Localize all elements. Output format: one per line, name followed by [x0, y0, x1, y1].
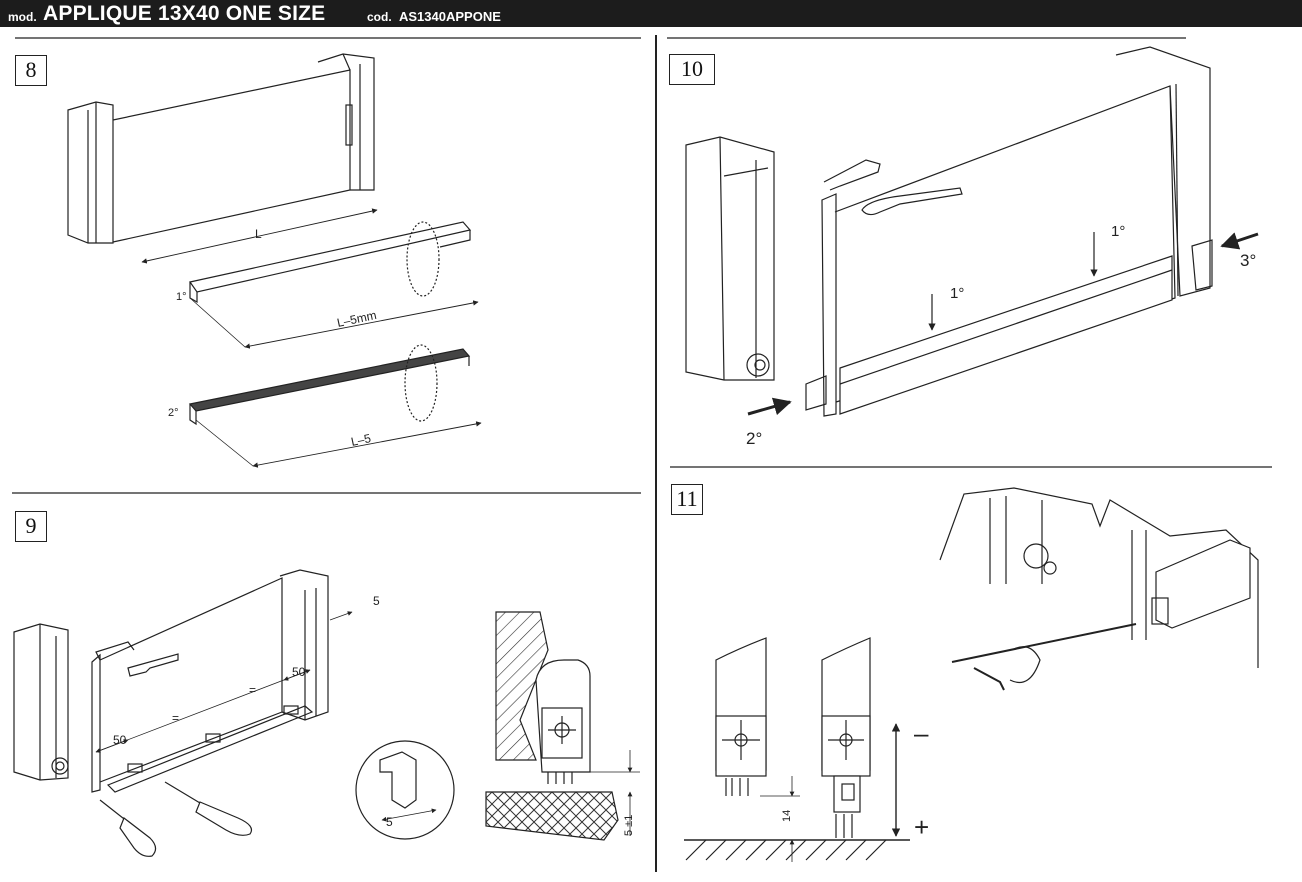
step-number-11: 11 [671, 484, 703, 515]
step9-dim-50b: 50 [292, 665, 306, 679]
step10-illustration [685, 46, 1259, 417]
step11-illustration [684, 487, 1259, 862]
step8-illustration [67, 53, 482, 468]
step9-dim-5: 5 [373, 594, 380, 608]
step8-label-L5mm: L–5mm [336, 308, 378, 330]
step-number-10: 10 [669, 54, 715, 85]
step10-label-1a: 1° [950, 285, 964, 302]
step10-label-3: 3° [1240, 251, 1256, 270]
document-header: mod. APPLIQUE 13X40 ONE SIZE cod. AS1340… [0, 0, 1302, 27]
code-label: cod. [367, 10, 392, 24]
step9-illustration [13, 569, 640, 857]
step11-dim-14: 14 [781, 810, 793, 822]
step9-gap-dim: 5 ±1 [623, 815, 635, 836]
step8-label-cut2: 2° [168, 407, 179, 419]
step9-eq-2: = [249, 683, 256, 697]
step10-label-1b: 1° [1111, 223, 1125, 240]
step9-detail-dim-5: 5 [386, 815, 393, 829]
step8-label-L: L [255, 227, 262, 241]
step11-plus: + [914, 812, 929, 842]
product-code: AS1340APPONE [399, 9, 501, 24]
product-title: APPLIQUE 13X40 ONE SIZE [43, 2, 326, 25]
step-number-8: 8 [15, 55, 47, 86]
step8-label-cut1: 1° [176, 291, 187, 303]
step9-eq-1: = [172, 711, 179, 725]
step9-dim-50a: 50 [113, 733, 127, 747]
step-number-9: 9 [15, 511, 47, 542]
step8-label-L5: L–5 [350, 431, 373, 449]
step11-minus: – [914, 718, 929, 748]
model-label: mod. [8, 10, 37, 24]
step10-label-2: 2° [746, 429, 762, 448]
panel-dividers [12, 35, 1272, 872]
